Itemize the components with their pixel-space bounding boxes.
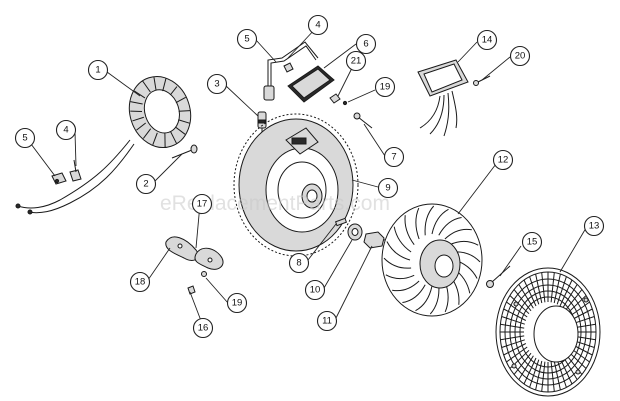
callout-4-top: 4 [307, 14, 329, 36]
svg-text:6: 6 [363, 39, 368, 50]
wire-clip-left [51, 159, 82, 185]
svg-text:19: 19 [380, 82, 391, 93]
svg-text:14: 14 [482, 35, 493, 46]
svg-text:9: 9 [385, 183, 390, 194]
callout-17: 17 [191, 193, 213, 215]
callout-21: 21 [345, 50, 367, 72]
cooling-fan [381, 203, 483, 317]
mounting-screw [171, 144, 198, 159]
svg-text:5: 5 [22, 133, 27, 144]
callout-19-lower: 19 [226, 292, 248, 314]
washer [347, 223, 363, 241]
regulator [417, 59, 469, 137]
module-screw [353, 112, 373, 129]
watermark: eReplacementParts.com [160, 192, 390, 215]
callout-10: 10 [304, 279, 326, 301]
callout-3: 3 [206, 73, 228, 95]
flywheel-key [334, 217, 348, 227]
screen-mesh-ring [514, 290, 582, 374]
ignition-module [287, 65, 335, 103]
fan-blade [415, 285, 433, 312]
fan-screw [486, 265, 511, 288]
callout-8: 8 [288, 252, 310, 274]
fan-blade [404, 215, 415, 246]
svg-text:5: 5 [244, 34, 249, 45]
callout-11: 11 [316, 310, 338, 332]
svg-text:7: 7 [391, 152, 396, 163]
svg-text:12: 12 [498, 155, 509, 166]
small-hardware-lower [187, 271, 207, 295]
callout-6: 6 [355, 33, 377, 55]
rotating-screen [495, 267, 601, 397]
cover-plate-left [165, 236, 224, 270]
flywheel [233, 113, 359, 257]
svg-text:4: 4 [63, 125, 68, 136]
svg-text:21: 21 [351, 56, 362, 67]
screen-mesh-ring [509, 284, 587, 380]
callout-19-top: 19 [374, 76, 396, 98]
svg-text:15: 15 [527, 237, 538, 248]
callout-14: 14 [476, 29, 498, 51]
callout-12: 12 [492, 149, 514, 171]
callout-9: 9 [377, 177, 399, 199]
callout-4-left: 4 [55, 119, 77, 141]
svg-text:11: 11 [322, 316, 332, 327]
svg-text:8: 8 [296, 258, 301, 269]
screen-mesh-ring [504, 278, 592, 386]
svg-text:3: 3 [214, 79, 219, 90]
svg-text:1: 1 [95, 65, 100, 76]
svg-text:17: 17 [197, 199, 208, 210]
callout-18: 18 [129, 271, 151, 293]
callout-16: 16 [192, 317, 214, 339]
fan-blade [438, 217, 462, 236]
svg-text:2: 2 [143, 179, 148, 190]
callout-13: 13 [583, 215, 605, 237]
svg-text:4: 4 [315, 20, 320, 31]
svg-text:16: 16 [198, 323, 209, 334]
callout-1: 1 [87, 59, 109, 81]
svg-text:10: 10 [310, 285, 321, 296]
fan-blade [431, 208, 449, 235]
callout-5-left: 5 [14, 127, 36, 149]
fan-blade [392, 280, 420, 292]
callout-5-top: 5 [236, 28, 258, 50]
fan-blade [385, 274, 415, 280]
fan-blade [383, 257, 412, 269]
svg-text:20: 20 [515, 51, 526, 62]
small-hardware-top [329, 93, 348, 106]
fan-blade [444, 228, 472, 240]
callout-2: 2 [135, 173, 157, 195]
stator-coil [15, 76, 192, 215]
svg-text:19: 19 [232, 298, 243, 309]
callout-20: 20 [509, 45, 531, 67]
svg-text:18: 18 [135, 277, 146, 288]
callout-15: 15 [521, 231, 543, 253]
svg-text:13: 13 [589, 221, 600, 232]
fan-blade [393, 226, 412, 253]
fan-blade [415, 207, 420, 240]
fan-blade [402, 284, 426, 303]
fan-blade [424, 205, 435, 236]
fan-blade [386, 241, 411, 261]
callout-7: 7 [383, 146, 405, 168]
regulator-screw [473, 75, 491, 86]
ignition-coil-lead [263, 41, 319, 101]
fan-blade [449, 240, 479, 246]
